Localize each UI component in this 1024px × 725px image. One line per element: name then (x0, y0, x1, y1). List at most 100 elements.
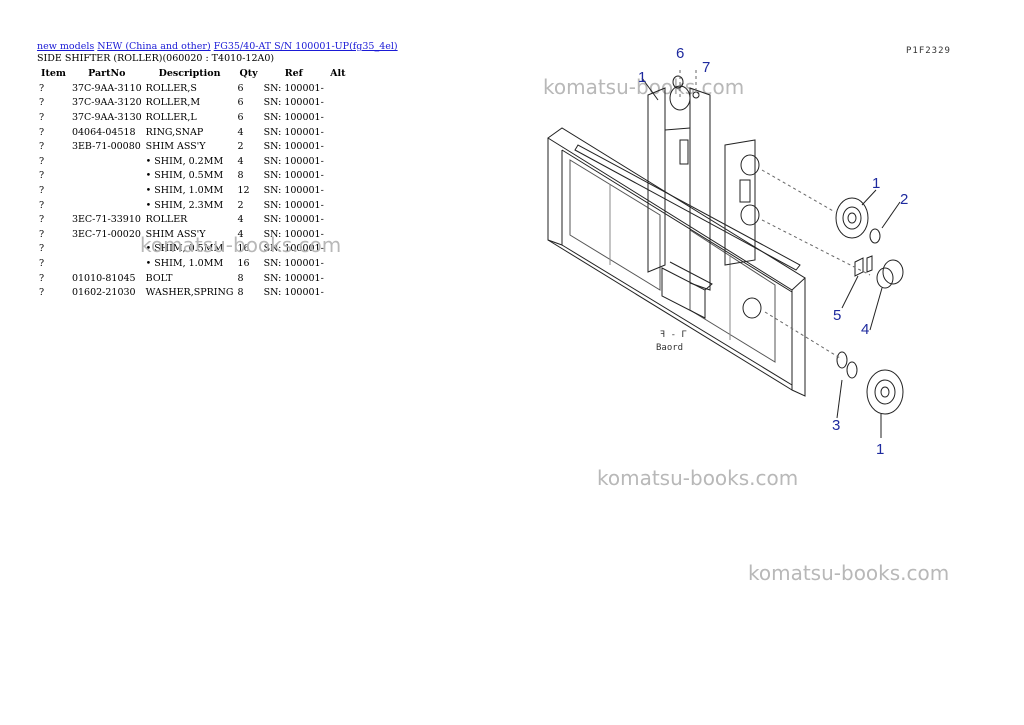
drawing-code: P1F2329 (906, 46, 951, 56)
cell-partno (70, 169, 144, 184)
breadcrumb-link-region[interactable]: NEW (China and other) (97, 41, 211, 52)
cell-alt (326, 96, 350, 111)
cell-alt (326, 183, 350, 198)
cell-qty: 6 (237, 111, 244, 123)
cell-partno: 37C-9AA-3110 (71, 82, 142, 94)
cell-item: ? (39, 214, 45, 226)
cell-alt (326, 81, 350, 96)
cell-partno: 3EB-71-00080 (71, 141, 141, 153)
cell-item: ? (39, 170, 45, 182)
breadcrumb: new models NEW (China and other) FG35/40… (37, 41, 398, 52)
cell-qty: 4 (237, 155, 244, 167)
cell-item: ? (39, 111, 45, 123)
cell-qty: 6 (237, 82, 244, 94)
cell-qty: 8 (237, 287, 244, 299)
callout-4: 4 (861, 321, 869, 338)
cell-qty: 16 (237, 257, 250, 269)
watermark: komatsu-books.com (140, 233, 342, 257)
table-header-row: Item PartNo Description Qty Ref Alt (37, 66, 350, 81)
cell-ref: SN: 100001- (263, 97, 324, 109)
callout-3: 3 (832, 417, 840, 434)
col-header-item: Item (41, 68, 66, 79)
col-header-qty: Qty (239, 68, 258, 79)
cell-ref: SN: 100001- (263, 199, 324, 211)
cell-qty: 8 (237, 170, 244, 182)
cell-qty: 8 (237, 272, 244, 284)
cell-description: SHIM ASS'Y (145, 228, 206, 240)
cell-ref: SN: 100001- (263, 141, 324, 153)
cell-alt (326, 169, 350, 184)
cell-item: ? (39, 155, 45, 167)
cell-item: ? (39, 141, 45, 153)
cell-partno: 01602-21030 (71, 287, 136, 299)
cell-ref: SN: 100001- (263, 82, 324, 94)
cell-alt (326, 198, 350, 213)
cell-partno: 3EC-71-00020 (71, 228, 141, 240)
table-row: ? • SHIM, 0.5MM 8 SN: 100001- (37, 169, 350, 184)
cell-qty: 2 (237, 199, 244, 211)
cell-partno: 04064-04518 (71, 126, 136, 138)
page-title: SIDE SHIFTER (ROLLER)(060020 : T4010-12A… (37, 53, 275, 64)
cell-partno (70, 256, 144, 271)
cell-description: WASHER,SPRING (145, 287, 234, 299)
cell-qty: 4 (237, 228, 244, 240)
table-row: ? • SHIM, 0.2MM 4 SN: 100001- (37, 154, 350, 169)
table-row: ? • SHIM, 2.3MM 2 SN: 100001- (37, 198, 350, 213)
diagram-note-line2: Baord (656, 343, 683, 353)
cell-description: • SHIM, 0.5MM (145, 170, 224, 182)
cell-alt (326, 271, 350, 286)
cell-item: ? (39, 97, 45, 109)
cell-ref: SN: 100001- (263, 111, 324, 123)
cell-qty: 6 (237, 97, 244, 109)
cell-alt (326, 125, 350, 140)
cell-partno (70, 183, 144, 198)
exploded-parts-diagram: 6 1 7 1 2 5 4 3 1 ꟻ - Γ Baord (547, 45, 908, 458)
cell-item: ? (39, 126, 45, 138)
cell-description: SHIM ASS'Y (145, 141, 206, 153)
cell-item: ? (39, 287, 45, 299)
callout-7: 7 (702, 59, 710, 76)
watermark: komatsu-books.com (748, 561, 950, 585)
cell-description: • SHIM, 1.0MM (145, 184, 224, 196)
cell-ref: SN: 100001- (263, 214, 324, 226)
cell-ref: SN: 100001- (263, 243, 324, 255)
callout-2: 2 (900, 191, 908, 208)
breadcrumb-link-model[interactable]: FG35/40-AT S/N 100001-UP(fg35_4el) (213, 41, 398, 52)
cell-alt (326, 139, 350, 154)
col-header-description: Description (158, 68, 221, 79)
cell-ref: SN: 100001- (263, 184, 324, 196)
cell-ref: SN: 100001- (263, 170, 324, 182)
cell-item: ? (39, 82, 45, 94)
cell-partno: 37C-9AA-3130 (71, 111, 142, 123)
parts-table: Item PartNo Description Qty Ref Alt ? 37C… (37, 66, 350, 300)
cell-item: ? (39, 199, 45, 211)
cell-description: • SHIM, 2.3MM (145, 199, 224, 211)
cell-ref: SN: 100001- (263, 287, 324, 299)
callout-6: 6 (676, 45, 684, 62)
cell-alt (326, 154, 350, 169)
cell-qty: 4 (237, 214, 244, 226)
cell-qty: 16 (237, 243, 250, 255)
cell-description: ROLLER,L (145, 111, 197, 123)
watermark: komatsu-books.com (543, 75, 745, 99)
col-header-partno: PartNo (88, 68, 126, 79)
breadcrumb-link-new-models[interactable]: new models (37, 41, 95, 52)
cell-alt (326, 110, 350, 125)
cell-alt (326, 256, 350, 271)
cell-partno (70, 154, 144, 169)
cell-description: ROLLER,S (145, 82, 197, 94)
cell-description: RING,SNAP (145, 126, 204, 138)
cell-item: ? (39, 184, 45, 196)
cell-description: • SHIM, 0.2MM (145, 155, 224, 167)
cell-qty: 4 (237, 126, 244, 138)
diagram-note-line1: ꟻ - Γ (660, 330, 687, 340)
cell-ref: SN: 100001- (263, 155, 324, 167)
